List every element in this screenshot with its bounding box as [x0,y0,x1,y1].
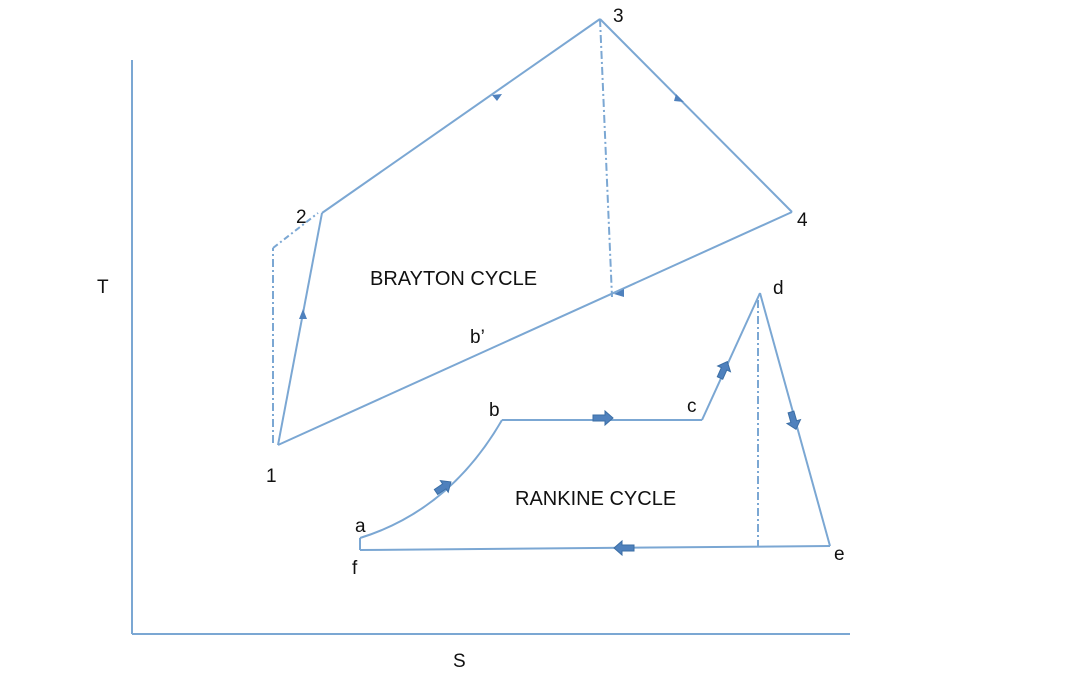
block-arrow-a-b [433,479,452,496]
point-label-f: f [352,558,358,579]
brayton-direction-arrows [299,94,684,319]
point-label-bprime: b’ [470,327,485,348]
block-arrow-d-e [785,410,802,431]
block-arrow-e-f [613,539,635,557]
rankine-condensation-e-f [359,545,831,551]
brayton-expansion-3-4 [599,18,793,213]
rankine-cycle-title: RANKINE CYCLE [515,488,676,510]
arrow-2-3 [492,94,502,101]
rankine-direction-arrows [433,360,802,557]
point-label-b: b [489,400,500,421]
y-axis-label: T [97,277,109,298]
point-label-4: 4 [797,210,808,231]
point-label-c: c [687,396,697,417]
arrow-3-4 [674,94,684,102]
point-label-e: e [834,544,845,565]
brayton-cycle-title: BRAYTON CYCLE [370,268,537,290]
brayton-heat-rejection-4-1 [277,211,793,446]
point-label-3: 3 [613,6,624,27]
point-label-2: 2 [296,207,307,228]
point-label-1: 1 [266,466,277,487]
brayton-isentropic-dashed-2 [272,212,319,249]
point-label-d: d [773,278,784,299]
x-axis-label: S [453,651,466,672]
brayton-cycle [272,18,793,446]
brayton-compression-1-2 [277,212,323,446]
arrow-4-1 [614,289,624,297]
brayton-heat-addition-2-3 [321,18,601,214]
rankine-heating-a-b [359,419,503,539]
arrow-1-2 [299,309,307,319]
block-arrow-c-d [716,360,732,380]
point-label-a: a [355,516,366,537]
block-arrow-b-c [592,409,614,427]
rankine-superheat-c-d [701,292,761,421]
brayton-isentropic-dashed-3 [599,18,613,298]
